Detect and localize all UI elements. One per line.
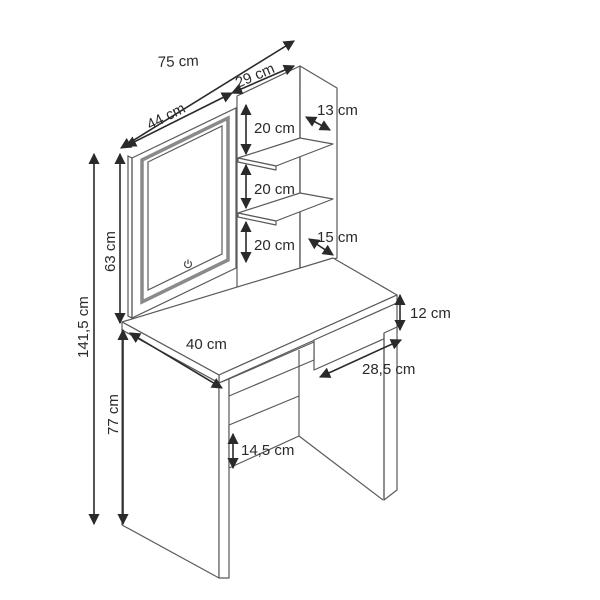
total-height-label: 141,5 cm bbox=[75, 296, 92, 358]
drawer-width-label: 28,5 cm bbox=[362, 361, 415, 378]
front-apron bbox=[228, 341, 315, 397]
mirror-width-arrow bbox=[124, 92, 234, 147]
shelf-offset-label: 15 cm bbox=[317, 229, 358, 246]
table-depth-arrow bbox=[129, 332, 223, 389]
shelf-gap-2-label: 20 cm bbox=[254, 181, 295, 198]
mirror-width-label: 44 cm bbox=[144, 100, 188, 134]
floor-line bbox=[298, 435, 384, 501]
shelf-middle-front bbox=[237, 212, 277, 226]
power-icon bbox=[183, 259, 193, 269]
shelf-depth-label: 13 cm bbox=[317, 102, 358, 119]
led-mirror bbox=[127, 107, 237, 319]
shelf-gap-1-label: 20 cm bbox=[254, 120, 295, 137]
mirror-edge bbox=[127, 155, 133, 319]
total-width-label: 75 cm bbox=[158, 53, 199, 71]
shelf-depth-arrow bbox=[305, 116, 331, 131]
drawer-height-label: 12 cm bbox=[410, 305, 451, 322]
drawer-width-arrow bbox=[318, 339, 403, 378]
table-height-label: 77 cm bbox=[105, 394, 122, 435]
shelf-top-front bbox=[237, 157, 277, 171]
dimension-lines bbox=[88, 40, 406, 526]
table-depth-label: 40 cm bbox=[186, 336, 227, 353]
vanity-table bbox=[121, 257, 398, 579]
shelf-offset-arrow bbox=[308, 238, 334, 256]
mirror-height-label: 63 cm bbox=[102, 231, 119, 272]
legroom-label: 14,5 cm bbox=[241, 442, 294, 459]
front-left-leg bbox=[218, 378, 230, 579]
shelf-unit-width-arrow bbox=[230, 64, 296, 95]
right-leg bbox=[383, 326, 398, 501]
shelf-gap-3-label: 20 cm bbox=[254, 237, 295, 254]
